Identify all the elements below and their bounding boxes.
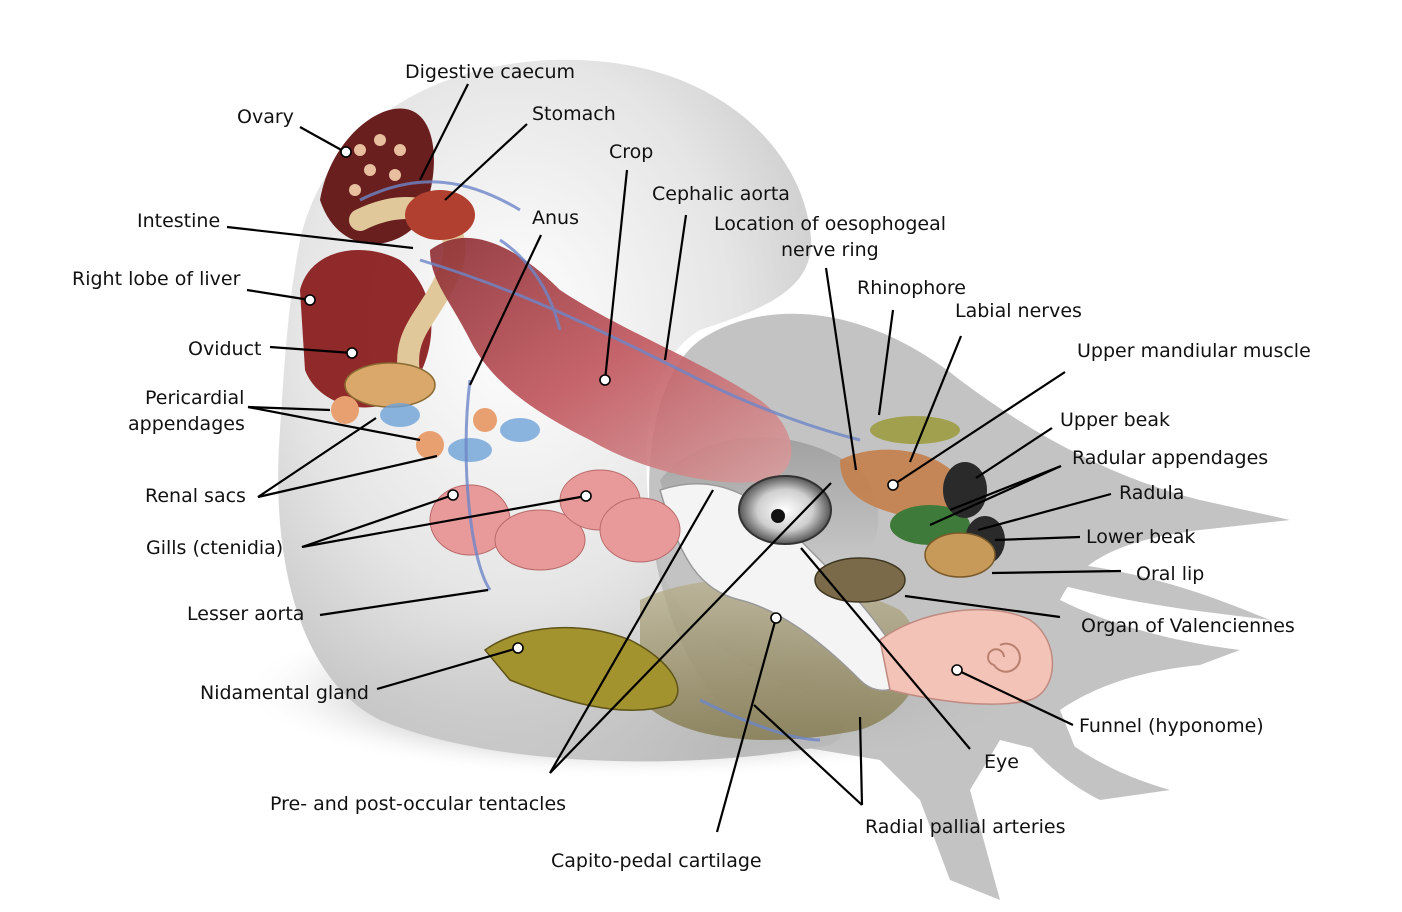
upper-mandibular-muscle [840, 449, 962, 517]
label-upper-mandiular-muscle: Upper mandiular muscle [1077, 340, 1311, 362]
label-lesser-aorta: Lesser aorta [187, 603, 304, 625]
eye [738, 475, 832, 545]
label-renal-sacs: Renal sacs [145, 485, 246, 507]
label-intestine: Intestine [137, 210, 220, 232]
label-digestive-caecum: Digestive caecum [405, 61, 575, 83]
ovary-eggs [349, 134, 406, 196]
label-organ-of-valenciennes: Organ of Valenciennes [1081, 615, 1295, 637]
leader-lines [226, 83, 1122, 833]
label-right-lobe-liver: Right lobe of liver [72, 268, 241, 290]
label-labial-nerves: Labial nerves [955, 300, 1082, 322]
label-lower-beak: Lower beak [1086, 526, 1195, 548]
label-rhinophore: Rhinophore [857, 277, 966, 299]
oviduct [344, 362, 436, 408]
label-anus: Anus [532, 207, 579, 229]
blood-vessels [359, 180, 861, 742]
blue-sacs [380, 403, 540, 462]
label-pericardial-2: appendages [128, 413, 245, 435]
label-crop: Crop [609, 141, 653, 163]
label-pericardial-1: Pericardial [145, 387, 244, 409]
label-radular-appendages: Radular appendages [1072, 447, 1268, 469]
label-upper-beak: Upper beak [1060, 409, 1170, 431]
label-ovary: Ovary [237, 106, 294, 128]
gills [429, 469, 681, 571]
eye-pupil [771, 509, 785, 523]
oral-lip [924, 532, 996, 578]
label-oesophageal-ring-1: Location of oesophogeal [714, 213, 946, 235]
funnel-spiral [987, 642, 1021, 673]
label-gills: Gills (ctenidia) [146, 537, 283, 559]
stomach [405, 190, 475, 240]
funnel [879, 608, 1054, 705]
label-radula: Radula [1119, 482, 1184, 504]
label-cephalic-aorta: Cephalic aorta [652, 183, 790, 205]
renal-sacs [331, 396, 497, 459]
label-funnel: Funnel (hyponome) [1079, 715, 1264, 737]
label-radial-pallial-arteries: Radial pallial arteries [865, 816, 1066, 838]
label-oviduct: Oviduct [188, 338, 261, 360]
labels: Digestive caecum Ovary Stomach Crop Ceph… [72, 61, 1311, 872]
crop [430, 237, 792, 483]
labial-pad [870, 416, 960, 444]
label-tentacles: Pre- and post-occular tentacles [270, 793, 566, 815]
label-nidamental-gland: Nidamental gland [200, 682, 369, 704]
label-capito-pedal-cartilage: Capito-pedal cartilage [551, 850, 762, 872]
label-oesophageal-ring-2: nerve ring [781, 239, 879, 261]
label-stomach: Stomach [532, 103, 616, 125]
label-oral-lip: Oral lip [1136, 563, 1204, 585]
leader-dots [304, 146, 963, 676]
label-eye: Eye [984, 751, 1019, 773]
